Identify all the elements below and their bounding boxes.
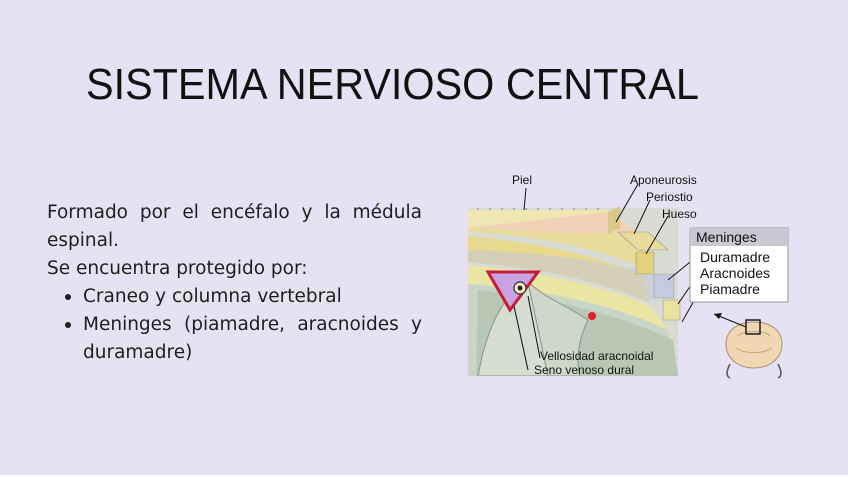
- bullet-item: Meninges (piamadre, aracnoides y duramad…: [65, 311, 422, 367]
- label-hueso: Hueso: [662, 207, 697, 221]
- meninges-item-piamadre: Piamadre: [700, 281, 760, 297]
- meninges-legend-box: [689, 227, 789, 303]
- slide-body: Formado por el encéfalo y la médula espi…: [47, 199, 422, 367]
- label-vellosidad: Vellosidad aracnoidal: [540, 349, 653, 363]
- label-periostio: Periostio: [646, 190, 693, 204]
- meninges-header: Meninges: [696, 229, 757, 245]
- brain-locator-icon: [713, 313, 783, 379]
- paragraph-intro: Formado por el encéfalo y la médula espi…: [47, 202, 422, 251]
- bottom-divider: [0, 475, 848, 477]
- label-seno: Seno venoso dural: [534, 363, 634, 377]
- meninges-item-aracnoides: Aracnoides: [700, 265, 770, 281]
- meninges-diagram: Piel Aponeurosis Periostio Hueso Meninge…: [468, 170, 793, 380]
- slide-title: SISTEMA NERVIOSO CENTRAL: [86, 60, 699, 109]
- bullet-item: Craneo y columna vertebral: [65, 283, 422, 311]
- meninges-illustration: Piel Aponeurosis Periostio Hueso Meninge…: [468, 173, 789, 379]
- label-aponeurosis: Aponeurosis: [630, 173, 697, 187]
- bullet-list: Craneo y columna vertebral Meninges (pia…: [47, 283, 422, 367]
- meninges-item-duramadre: Duramadre: [700, 249, 770, 265]
- label-piel: Piel: [512, 173, 532, 187]
- layer-steps: [608, 206, 681, 321]
- paragraph-protection: Se encuentra protegido por:: [47, 258, 308, 279]
